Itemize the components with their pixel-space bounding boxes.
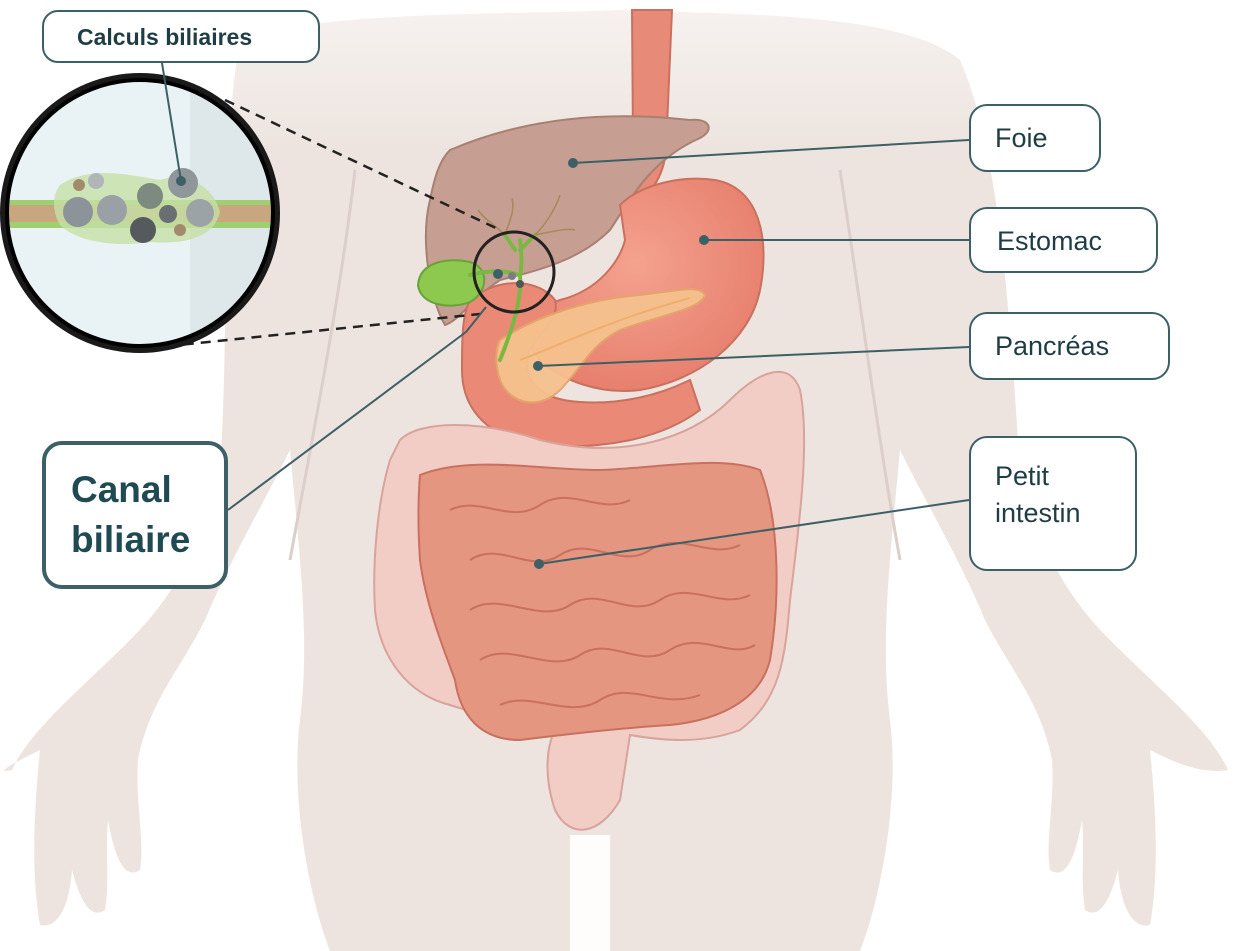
stone-marker-2 bbox=[508, 272, 516, 280]
label-foie-text: Foie bbox=[995, 123, 1048, 153]
label-petit-line1: Petit bbox=[995, 458, 1135, 495]
label-estomac: Estomac bbox=[969, 207, 1158, 273]
gallstone bbox=[63, 197, 93, 227]
label-canal-biliaire: Canal biliaire bbox=[42, 441, 228, 589]
gallstone bbox=[159, 205, 177, 223]
label-petit-intestin: Petit intestin bbox=[969, 436, 1137, 571]
gallstone bbox=[186, 199, 214, 227]
stone-marker-1 bbox=[493, 269, 503, 279]
label-calculs-text: Calculs biliaires bbox=[77, 24, 252, 50]
small-intestine bbox=[419, 463, 777, 740]
label-pancreas-text: Pancréas bbox=[995, 331, 1109, 361]
gallstone bbox=[174, 224, 186, 236]
label-petit-line2: intestin bbox=[995, 495, 1135, 532]
gallstone bbox=[97, 195, 127, 225]
label-pancreas: Pancréas bbox=[969, 312, 1170, 380]
gallstone bbox=[137, 183, 163, 209]
stone-marker-3 bbox=[516, 280, 524, 288]
label-canal-line2: biliaire bbox=[71, 515, 224, 565]
gallstone bbox=[73, 179, 85, 191]
gallstone bbox=[88, 173, 104, 189]
label-foie: Foie bbox=[969, 104, 1101, 172]
label-canal-line1: Canal bbox=[71, 465, 224, 515]
gallstone bbox=[130, 217, 156, 243]
label-estomac-text: Estomac bbox=[997, 226, 1102, 256]
label-calculs-biliaires: Calculs biliaires bbox=[42, 10, 320, 63]
